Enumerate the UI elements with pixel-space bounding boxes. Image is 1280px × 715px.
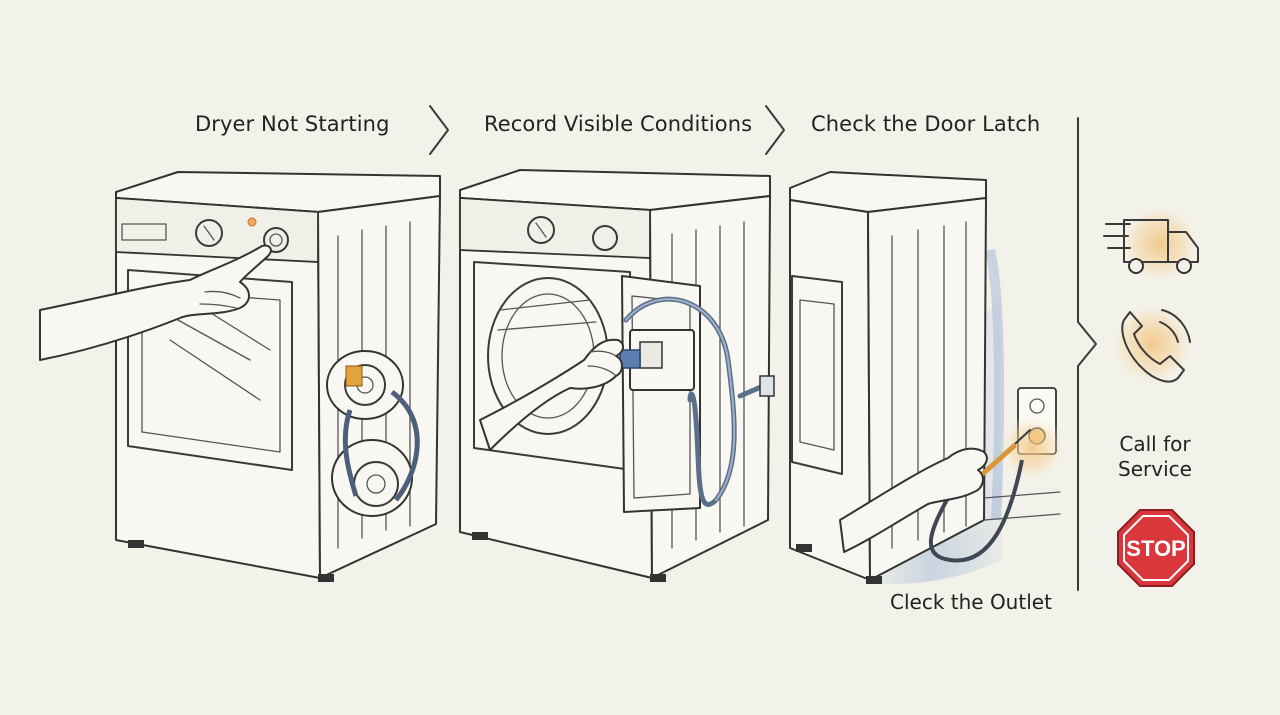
dryer-not-starting-illustration: [39, 171, 441, 582]
step-label-dryer-not-starting: Dryer Not Starting: [195, 112, 390, 136]
delivery-truck-icon: [1103, 202, 1202, 286]
phone-icon: [1108, 300, 1196, 388]
record-visible-conditions-illustration: [459, 169, 775, 582]
chevron-right-icon: [429, 105, 449, 155]
call-for-service-label: Call for Service: [1100, 432, 1210, 482]
call-for-service-line2: Service: [1118, 457, 1192, 481]
check-door-latch-illustration: [789, 171, 1066, 584]
stop-sign-text: STOP: [1126, 536, 1186, 561]
step-label-check-door-latch: Check the Door Latch: [811, 112, 1041, 136]
section-divider: [1077, 117, 1097, 591]
check-outlet-label: Cleck the Outlet: [890, 590, 1052, 614]
chevron-right-icon: [765, 105, 785, 155]
stop-sign-icon: STOP: [1117, 509, 1195, 587]
step-label-record-visible-conditions: Record Visible Conditions: [484, 112, 753, 136]
call-for-service-line1: Call for: [1119, 432, 1191, 456]
